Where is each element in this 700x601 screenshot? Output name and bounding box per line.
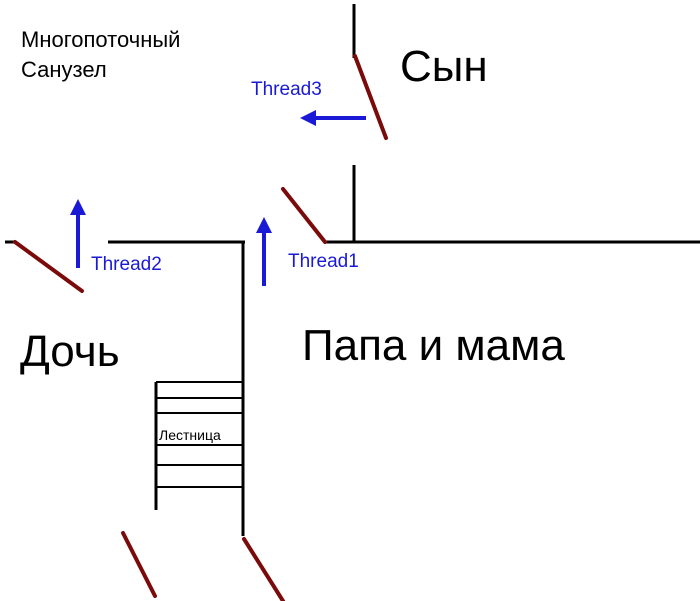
- door-son: [353, 54, 388, 140]
- thread3-label: Thread3: [251, 79, 322, 100]
- stairs-label: Лестница: [158, 427, 222, 443]
- thread-arrows: [70, 110, 366, 286]
- room-label-daughter: Дочь: [20, 327, 120, 376]
- door-daughter: [13, 240, 84, 293]
- door-parents: [281, 187, 327, 244]
- room-label-son: Сын: [400, 42, 488, 91]
- room-label-parents: Папа и мама: [302, 321, 565, 370]
- doors: [13, 54, 388, 601]
- door-stairs-left: [121, 531, 157, 598]
- stairs: [156, 381, 243, 488]
- thread1-label: Thread1: [288, 251, 359, 272]
- room-label-bathroom: Многопоточный Санузел: [21, 27, 181, 82]
- door-stairs-right: [242, 537, 285, 601]
- thread2-label: Thread2: [91, 254, 162, 275]
- walls: [5, 4, 700, 536]
